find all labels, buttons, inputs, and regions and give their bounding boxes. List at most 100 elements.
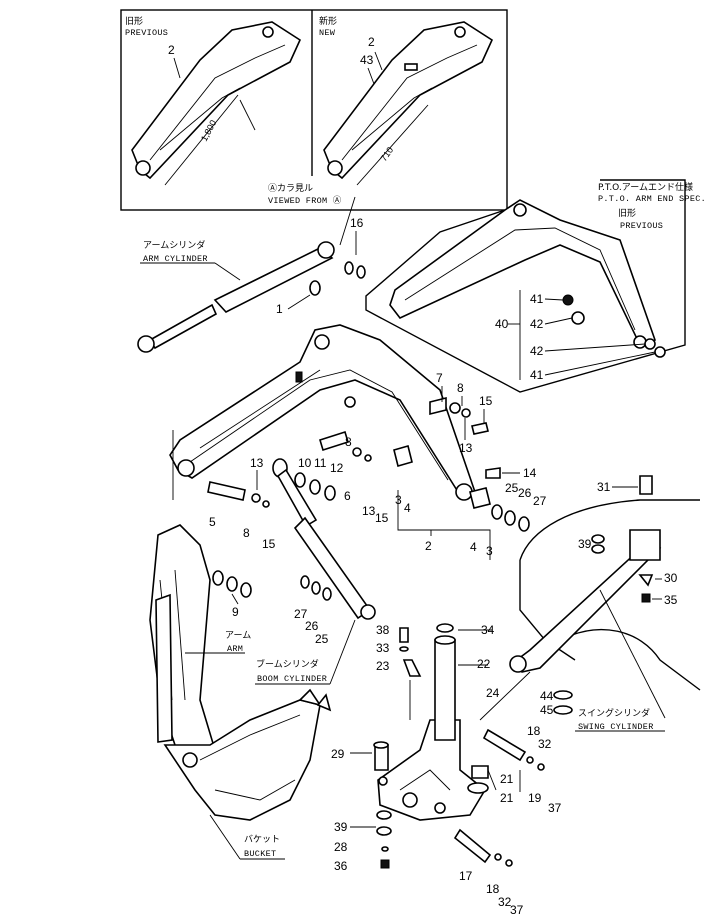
callout-21-top: 21: [500, 772, 514, 786]
arm-en: ARM: [227, 644, 243, 654]
callout-18-top: 18: [527, 724, 541, 738]
pto-en: P.T.O. ARM END SPEC.: [598, 194, 706, 204]
callout-13-left: 13: [250, 456, 264, 470]
new-en: NEW: [319, 28, 336, 38]
viewed-from-en: VIEWED FROM Ⓐ: [268, 196, 342, 206]
inset-frame: [120, 9, 508, 211]
callout-7: 7: [436, 371, 443, 385]
callout-4-right: 4: [470, 540, 477, 554]
callout-24: 24: [486, 686, 500, 700]
callout-27-top: 27: [533, 494, 547, 508]
callout-23: 23: [376, 659, 390, 673]
swing-bracket: 38 33 23 34 22 44 45 24 18 32 29 21 21 1…: [331, 623, 573, 917]
new-arm-drawing: 710 2 43: [323, 21, 494, 186]
swing-cylinder-jp: スイングシリンダ: [578, 707, 650, 719]
arm-cylinder: アームシリンダ ARM CYLINDER 16 1: [137, 216, 366, 353]
callout-45: 45: [540, 703, 554, 717]
callout-19: 19: [528, 791, 542, 805]
callout-44: 44: [540, 689, 554, 703]
callout-13-top: 13: [459, 441, 473, 455]
boom: [169, 324, 477, 501]
callout-37-top: 37: [548, 801, 562, 815]
pto-previous-jp: 旧形: [618, 207, 636, 219]
callout-41-bottom: 41: [530, 368, 544, 382]
callout-3-left: 3: [395, 493, 402, 507]
callout-6: 6: [344, 489, 351, 503]
viewed-from-jp: Ⓐカラ見ル: [268, 183, 313, 194]
arm-cylinder-jp: アームシリンダ: [143, 239, 205, 251]
callout-4-left: 4: [404, 501, 411, 515]
callout-8-left: 8: [243, 526, 250, 540]
arm-cylinder-en: ARM CYLINDER: [143, 254, 208, 264]
swing-cylinder-en: SWING CYLINDER: [578, 722, 654, 732]
pto-previous-en: PREVIOUS: [620, 221, 663, 231]
boom-cylinder: 27 26 25 ブームシリンダ BOOM CYLINDER: [255, 468, 376, 685]
callout-37-bottom: 37: [510, 903, 524, 917]
bucket-jp: バケット: [244, 834, 280, 845]
callout-13-middle: 13: [362, 504, 376, 518]
pto-frame: [365, 179, 686, 393]
callout-1: 1: [276, 302, 283, 316]
callout-10: 10: [298, 456, 312, 470]
pto-jp: P.T.O.アームエンド仕様: [598, 181, 693, 193]
callout-39-bracket: 39: [334, 820, 348, 834]
callout-40: 40: [495, 317, 509, 331]
callout-32-top: 32: [538, 737, 552, 751]
callout-27-lower: 27: [294, 607, 308, 621]
callout-43: 43: [360, 53, 374, 67]
boom-cylinder-jp: ブームシリンダ: [256, 658, 319, 670]
pto-inset: P.T.O.アームエンド仕様 P.T.O. ARM END SPEC. 旧形 P…: [365, 179, 706, 393]
new-dimension: 710: [378, 145, 395, 163]
swing-frame: 31 39 30 35: [509, 475, 701, 691]
leader-lines: [339, 196, 531, 721]
callout-22: 22: [477, 657, 491, 671]
boom-pins-right: 7 8 15 13 14: [429, 371, 537, 480]
callout-11: 11: [314, 456, 327, 470]
callout-33: 33: [376, 641, 390, 655]
callout-32-bottom: 32: [498, 895, 512, 909]
swing-cylinder-label: スイングシリンダ SWING CYLINDER: [575, 589, 666, 732]
callout-25-lower: 25: [315, 632, 329, 646]
callout-2-previous: 2: [168, 43, 175, 57]
callout-15-left: 15: [262, 537, 276, 551]
arm-assembly: 9 アーム ARM: [149, 524, 252, 762]
callout-26-lower: 26: [305, 619, 319, 633]
callout-31: 31: [597, 480, 611, 494]
callout-5: 5: [209, 515, 216, 529]
callout-2-new: 2: [368, 35, 375, 49]
callout-39-swing: 39: [578, 537, 592, 551]
previous-jp: 旧形: [125, 15, 143, 27]
callout-18-bottom: 18: [486, 882, 500, 896]
boom-cylinder-en: BOOM CYLINDER: [257, 674, 327, 684]
arm-jp: アーム: [225, 630, 251, 641]
boom-pins-left: 13 5 8 15: [207, 456, 276, 551]
callout-30: 30: [664, 571, 678, 585]
callout-21-bottom: 21: [500, 791, 514, 805]
callout-3-right: 3: [486, 544, 493, 558]
bucket: バケット BUCKET: [163, 688, 332, 860]
top-inset: 旧形 PREVIOUS 新形 NEW 1,800 2 710 2: [120, 9, 508, 211]
callout-14: 14: [523, 466, 537, 480]
callout-16: 16: [350, 216, 364, 230]
previous-arm-drawing: 1,800 2: [131, 21, 302, 186]
bucket-en: BUCKET: [244, 849, 276, 859]
callout-2-main: 2: [425, 539, 432, 553]
previous-en: PREVIOUS: [125, 28, 168, 38]
callout-12: 12: [330, 461, 344, 475]
boom-pins-center: 8 10 11 12 6 13 15 3 4 4 3 25 26 27 2: [272, 430, 547, 560]
callout-8-top: 8: [457, 381, 464, 395]
callout-8-middle: 8: [345, 435, 352, 449]
callout-41-top: 41: [530, 292, 544, 306]
callout-42-bottom: 42: [530, 344, 544, 358]
callout-28: 28: [334, 840, 348, 854]
callout-29: 29: [331, 747, 345, 761]
new-jp: 新形: [319, 15, 337, 27]
callout-36: 36: [334, 859, 348, 873]
callout-9: 9: [232, 605, 239, 619]
callout-38: 38: [376, 623, 390, 637]
callout-42-top: 42: [530, 317, 544, 331]
callout-15-middle: 15: [375, 511, 389, 525]
callout-26-top: 26: [518, 486, 532, 500]
